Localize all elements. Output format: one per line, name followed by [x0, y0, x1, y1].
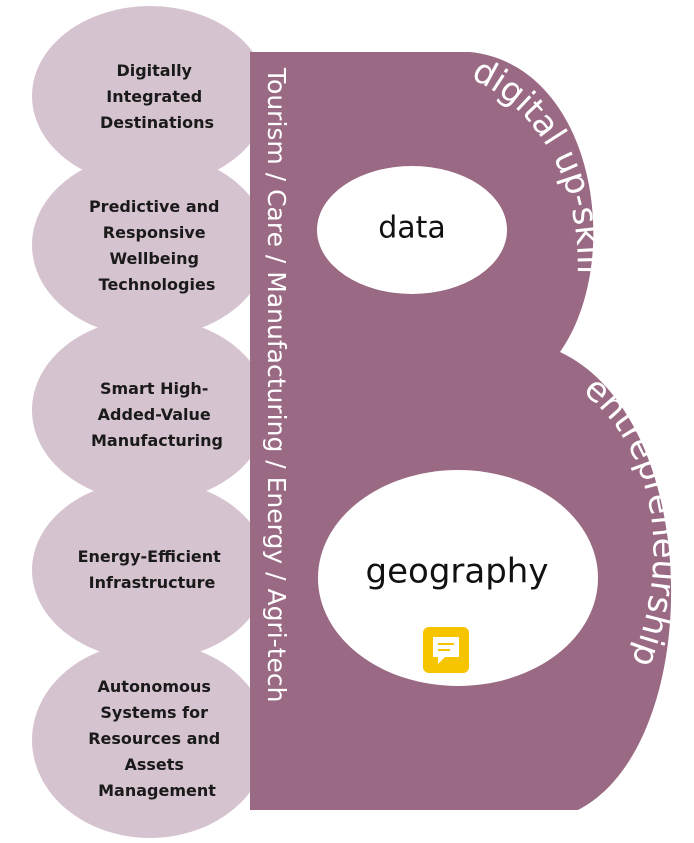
- lobe-2: [32, 153, 268, 337]
- lobe-4-label: Energy-Efficient Infrastructure: [78, 547, 227, 592]
- lobe-column: [32, 6, 268, 838]
- lobe-3: [32, 318, 268, 502]
- geography-oval: [318, 470, 598, 686]
- lobe-1-label: Digitally Integrated Destinations: [100, 61, 214, 132]
- sectors-label: Tourism / Care / Manufacturing / Energy …: [262, 67, 291, 702]
- lobe-labels: Digitally Integrated Destinations Predic…: [78, 61, 227, 800]
- geography-oval-label: geography: [366, 552, 549, 592]
- data-oval: [317, 166, 507, 294]
- lobe-4: [32, 480, 268, 660]
- lobe-5: [32, 642, 268, 838]
- lobe-3-label: Smart High- Added-Value Manufacturing: [91, 379, 223, 450]
- data-oval-label: data: [378, 211, 446, 246]
- lobe-5-label: Autonomous Systems for Resources and Ass…: [88, 677, 226, 800]
- comment-note-icon[interactable]: [423, 627, 469, 673]
- lobe-2-label: Predictive and Responsive Wellbeing Tech…: [89, 197, 225, 294]
- lobe-1: [32, 6, 268, 186]
